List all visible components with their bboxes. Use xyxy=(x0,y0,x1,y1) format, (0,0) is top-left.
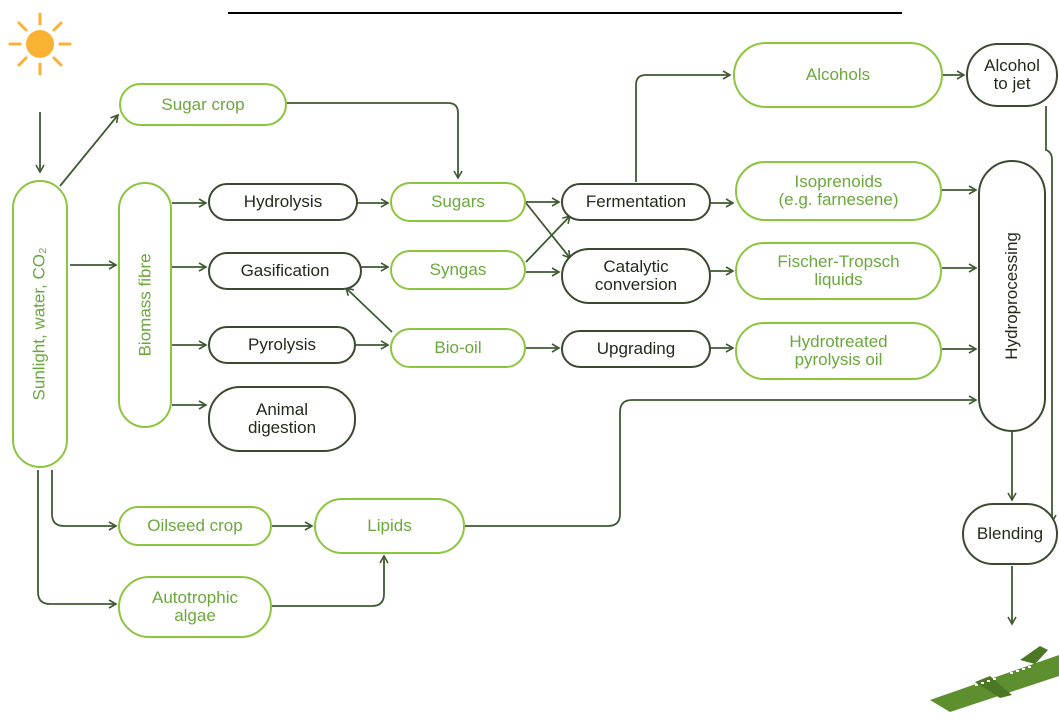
node-hydrotreated-pyrolysis-oil: Hydrotreated pyrolysis oil xyxy=(735,322,942,380)
node-hydroprocessing: Hydroprocessing xyxy=(978,160,1046,432)
node-autotrophic-algae: Autotrophic algae xyxy=(118,576,272,638)
node-blending: Blending xyxy=(962,503,1058,565)
node-alcohol-to-jet: Alcohol to jet xyxy=(966,43,1058,107)
node-catalytic-conversion: Catalytic conversion xyxy=(561,248,711,304)
node-sugars: Sugars xyxy=(390,182,526,222)
top-rule xyxy=(228,12,902,14)
sun-icon xyxy=(8,12,72,76)
arrow-sunlight-oilseed xyxy=(51,470,118,531)
arrow-sugars-catalytic xyxy=(525,202,572,260)
airplane-icon xyxy=(930,646,1059,712)
arrow-alcohol-to-jet-blending xyxy=(1045,106,1057,524)
node-sugar-crop: Sugar crop xyxy=(119,83,287,126)
arrow-sugar-crop-sugars xyxy=(286,102,463,180)
arrow-sunlight-sugar-crop xyxy=(59,113,120,187)
arrow-fermentation-alcohols xyxy=(635,70,732,182)
node-isoprenoids: Isoprenoids (e.g. farnesene) xyxy=(735,161,942,221)
node-pyrolysis: Pyrolysis xyxy=(208,326,356,364)
node-bio-oil: Bio-oil xyxy=(390,328,526,368)
node-upgrading: Upgrading xyxy=(561,330,711,368)
node-fermentation: Fermentation xyxy=(561,183,711,221)
node-oilseed-crop: Oilseed crop xyxy=(118,506,272,546)
arrow-lipids-hydroprocessing xyxy=(465,395,978,527)
node-biomass-fibre: Biomass fibre xyxy=(118,182,172,428)
arrow-bio-oil-gasification xyxy=(344,286,393,333)
node-hydrolysis: Hydrolysis xyxy=(208,183,358,221)
arrow-syngas-fermentation xyxy=(525,214,572,263)
node-lipids: Lipids xyxy=(314,498,465,554)
node-fischer-tropsch: Fischer-Tropsch liquids xyxy=(735,242,942,300)
node-sunlight-water-co2: Sunlight, water, CO₂ xyxy=(12,180,68,468)
node-gasification: Gasification xyxy=(208,252,362,290)
node-syngas: Syngas xyxy=(390,250,526,290)
node-alcohols: Alcohols xyxy=(733,42,943,108)
arrow-sunlight-algae xyxy=(37,470,118,609)
node-animal-digestion: Animal digestion xyxy=(208,386,356,452)
arrow-algae-lipids xyxy=(272,554,389,607)
